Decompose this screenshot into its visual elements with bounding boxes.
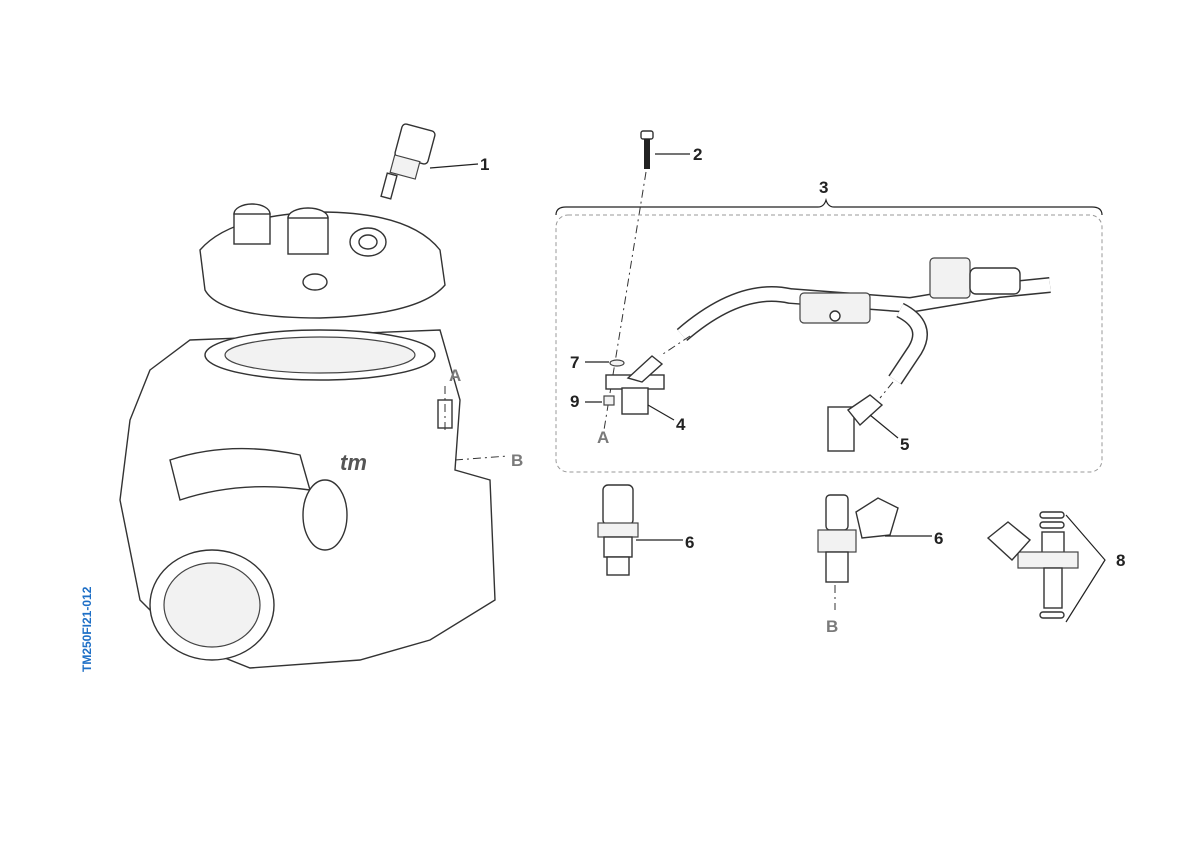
- cylinder-head[interactable]: [199, 203, 446, 319]
- callout-4: 4: [676, 415, 686, 434]
- part-7-oring[interactable]: [609, 359, 625, 367]
- part-6-quick-connector[interactable]: [597, 484, 639, 576]
- callout-6-left: 6: [685, 533, 694, 552]
- callout-7: 7: [570, 353, 579, 372]
- ref-a-bracket: A: [597, 428, 609, 447]
- drawing-code: TM250FI21-012: [80, 586, 94, 672]
- part-9-spacer[interactable]: [603, 395, 615, 406]
- group-3-box: [555, 214, 1103, 473]
- ref-b-cylinder: B: [511, 451, 523, 470]
- tm-logo: tm: [340, 450, 367, 475]
- part-4-bracket-sensor[interactable]: [605, 355, 665, 415]
- part-8-injector-seals[interactable]: [986, 511, 1079, 619]
- callout-1: 1: [480, 155, 489, 174]
- part-1-sensor[interactable]: [380, 123, 436, 200]
- fuel-hose[interactable]: [676, 257, 1051, 385]
- callout-2: 2: [693, 145, 702, 164]
- part-6-injector[interactable]: [817, 494, 899, 583]
- part-2-bolt[interactable]: [640, 130, 654, 169]
- ref-b-injector: B: [826, 617, 838, 636]
- callout-8: 8: [1116, 551, 1125, 570]
- ref-a-cylinder: A: [449, 366, 461, 385]
- cylinder[interactable]: tm: [119, 329, 496, 669]
- callout-9: 9: [570, 392, 579, 411]
- callout-5: 5: [900, 435, 909, 454]
- part-5-elbow-connector[interactable]: [827, 394, 884, 452]
- callout-6-right: 6: [934, 529, 943, 548]
- callout-3: 3: [819, 178, 828, 197]
